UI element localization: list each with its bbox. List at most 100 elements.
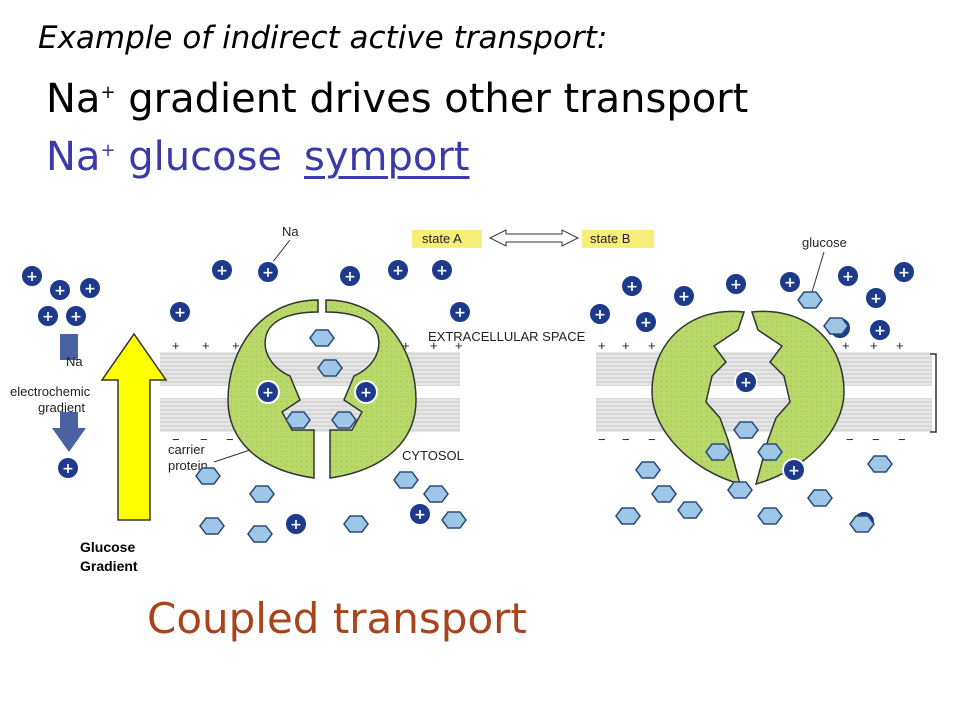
sodium-ion-charge: + [730,277,742,293]
sodium-ion [836,264,860,288]
svg-text:−: − [172,432,180,447]
svg-text:+: + [622,338,630,353]
sodium-ion [778,270,802,294]
glucose-molecule [733,421,759,439]
sodium-ion-charge: + [42,309,54,325]
svg-text:+: + [455,338,463,353]
svg-text:−: − [200,432,208,447]
glucose-molecule [849,515,875,533]
sodium-ion [354,380,378,404]
glucose-molecule [705,443,731,461]
charge-signs: +++ +++ +++ +++ −−− −−− −−− [172,338,906,447]
sodium-ions: +++++++++++++++++++++++++++++++ [20,258,916,536]
carrier-pointer [213,449,251,463]
glucose-molecule [331,411,357,429]
sodium-ion-charge: + [454,305,466,321]
glucose-molecule [343,515,369,533]
svg-text:+: + [430,338,438,353]
glucose-molecule [867,455,893,473]
na-gradient-arrow [52,334,86,452]
svg-text:−: − [598,432,606,447]
svg-text:+: + [202,338,210,353]
sodium-ion [734,370,758,394]
sodium-ion-charge: + [842,269,854,285]
glucose-molecule [651,485,677,503]
sodium-ion [64,304,88,328]
sodium-ion [386,258,410,282]
svg-text:+: + [648,338,656,353]
glucose-molecule [285,411,311,429]
carrier-protein-state-b [651,310,845,486]
sodium-ion-charge: + [54,283,66,299]
glucose-molecule [677,501,703,519]
glucose-molecule [441,511,467,529]
sodium-ion-charge: + [344,269,356,285]
glucose-molecule [249,485,275,503]
sodium-ion-charge: + [414,507,426,523]
sodium-ion-charge: + [626,279,638,295]
sodium-ion [338,264,362,288]
svg-text:+: + [598,338,606,353]
symport-link[interactable]: symport [304,134,470,180]
glucose-pointer [811,251,825,293]
sodium-ion [408,502,432,526]
sodium-ion-charge: + [640,315,652,331]
sodium-ion [78,276,102,300]
sodium-ion [210,258,234,282]
grad-label-1: electrochemic [10,384,91,399]
svg-text:+: + [842,338,850,353]
sodium-ion-charge: + [216,263,228,279]
sodium-ion [20,264,44,288]
glucose-molecule [393,471,419,489]
sodium-ion-charge: + [174,305,186,321]
svg-text:+: + [232,338,240,353]
sodium-ion-charge: + [84,281,96,297]
grad-na-label: Na [66,354,83,369]
glucose-molecule [615,507,641,525]
sodium-ion [48,278,72,302]
glucose-molecule [199,517,225,535]
glucose-molecule [635,461,661,479]
sodium-ion-charge: + [784,275,796,291]
sodium-ion-charge: + [262,265,274,281]
state-b-label: state B [590,231,630,246]
membrane-bracket [930,353,937,433]
sodium-ion [256,260,280,284]
title-line-1: Example of indirect active transport: [38,20,608,56]
glucose-label: glucose [802,235,847,250]
glucose-molecule [757,443,783,461]
glucose-molecule [807,489,833,507]
na-label: Na [282,224,299,239]
extracellular-label: EXTRACELLULAR SPACE [428,329,586,344]
glucose-molecule [423,485,449,503]
glucose-molecule [309,329,335,347]
state-a-label-bg [412,230,482,248]
svg-text:−: − [846,432,854,447]
sodium-ion-charge: + [870,291,882,307]
sodium-ion [620,274,644,298]
sodium-ion [588,302,612,326]
sodium-ion-charge: + [392,263,404,279]
sodium-ion-charge: + [740,375,752,391]
sodium-ion [724,272,748,296]
glucose-molecule [727,481,753,499]
svg-text:−: − [648,432,656,447]
sodium-ion-charge: + [262,385,274,401]
glucose-molecule [195,467,221,485]
glucose-gradient-arrow [100,332,168,521]
sodium-ion [864,286,888,310]
sodium-ion [168,300,192,324]
state-b-label-bg [582,230,654,248]
glucose-molecule [757,507,783,525]
sodium-ion-charge: + [788,463,800,479]
svg-text:−: − [226,432,234,447]
carrier-label-2: protein [168,458,208,473]
carrier-protein-state-a [227,299,417,479]
glucose-molecule [317,359,343,377]
glucose-molecules [195,291,893,543]
sodium-ion [634,310,658,334]
state-switch-arrow [488,229,580,247]
sodium-ion-charge: + [436,263,448,279]
